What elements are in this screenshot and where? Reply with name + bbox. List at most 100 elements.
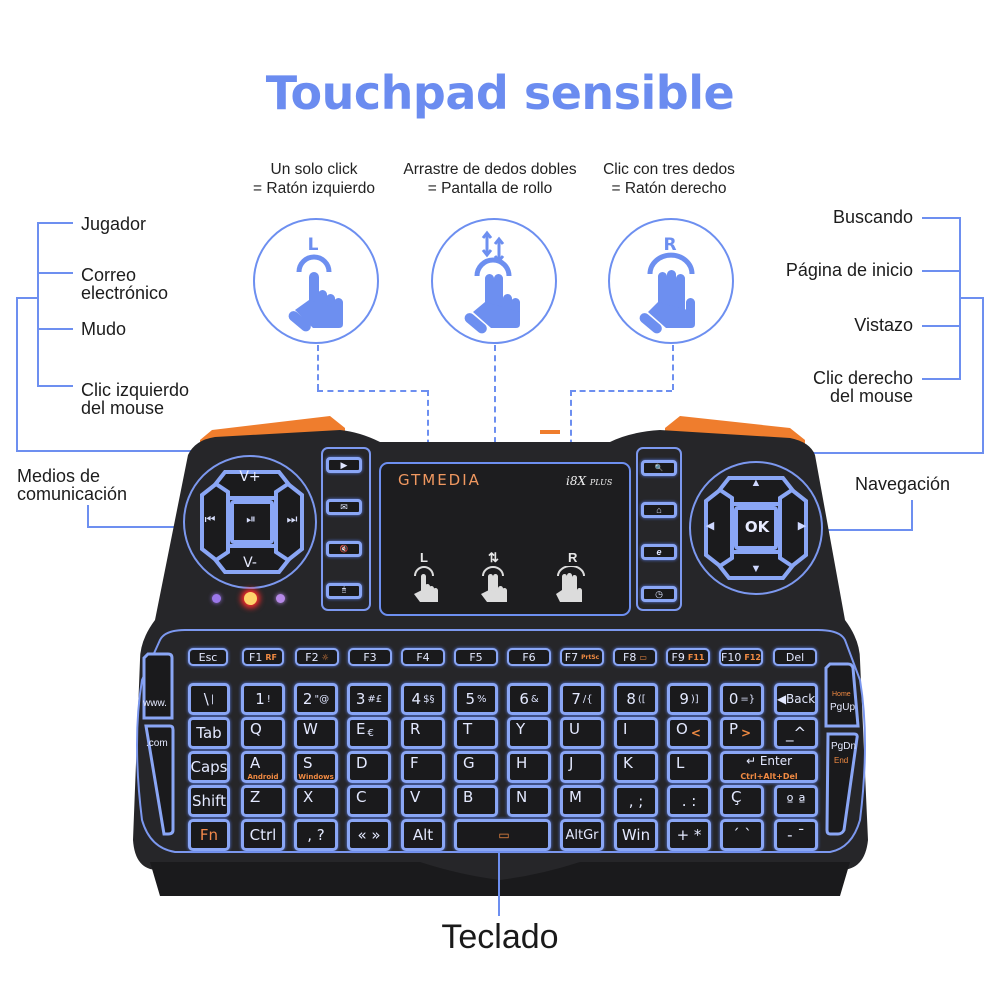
search-button[interactable]: 🔍 <box>641 460 677 476</box>
key-v[interactable]: V <box>401 785 445 817</box>
nav-left-button[interactable]: ◀ <box>705 520 715 532</box>
mute-button[interactable]: 🔇 <box>326 541 362 557</box>
key-x[interactable]: X <box>294 785 338 817</box>
key-fn[interactable]: Fn <box>188 819 230 851</box>
key-z[interactable]: Z <box>241 785 285 817</box>
key-c-cedilla[interactable]: Ç <box>720 785 764 817</box>
key-esc[interactable]: Esc <box>188 648 228 666</box>
key-e[interactable]: E€ <box>347 717 391 749</box>
key-9[interactable]: 9)] <box>667 683 711 715</box>
key-backspace[interactable]: ◀Back <box>774 683 818 715</box>
key-q[interactable]: Q <box>241 717 285 749</box>
email-button[interactable]: ✉ <box>326 499 362 515</box>
key-y[interactable]: Y <box>507 717 551 749</box>
key-f3[interactable]: F3 <box>348 648 392 666</box>
key-1[interactable]: 1! <box>241 683 285 715</box>
key-f4[interactable]: F4 <box>401 648 445 666</box>
key-www[interactable]: www. <box>143 698 167 709</box>
next-track-button[interactable]: ⏭ <box>286 512 298 526</box>
browser-button[interactable]: e <box>641 544 677 560</box>
key-plus-asterisk[interactable]: + * <box>667 819 711 851</box>
key-altgr[interactable]: AltGr <box>560 819 604 851</box>
key-4[interactable]: 4$§ <box>401 683 445 715</box>
key-del[interactable]: Del <box>773 648 817 666</box>
key-r[interactable]: R <box>401 717 445 749</box>
key-caps[interactable]: Caps <box>188 751 230 783</box>
key-pgdn[interactable]: PgDn <box>831 741 857 752</box>
play-pause-button[interactable]: ⏯ <box>246 512 256 526</box>
player-button[interactable]: ▶ <box>326 457 362 473</box>
key-8[interactable]: 8([ <box>614 683 658 715</box>
previous-track-button[interactable]: ⏮ <box>204 512 216 526</box>
key-i[interactable]: I <box>614 717 658 749</box>
key-3[interactable]: 3#£ <box>347 683 391 715</box>
key-tab[interactable]: Tab <box>188 717 230 749</box>
key-u[interactable]: U <box>560 717 604 749</box>
key-f2[interactable]: F2☼ <box>295 648 339 666</box>
key-accent[interactable]: ´ ` <box>720 819 764 851</box>
mail-icon: ✉ <box>340 501 348 512</box>
key-2[interactable]: 2"@ <box>294 683 338 715</box>
key-shift[interactable]: Shift <box>188 785 230 817</box>
key-comma-question[interactable]: , ? <box>294 819 338 851</box>
key-p[interactable]: P> <box>720 717 764 749</box>
key-c[interactable]: C <box>347 785 391 817</box>
key-f5[interactable]: F5 <box>454 648 498 666</box>
key-symbol: )] <box>690 693 699 705</box>
key-k[interactable]: K <box>614 751 658 783</box>
key-f[interactable]: F <box>401 751 445 783</box>
volume-up-button[interactable]: V+ <box>239 469 261 485</box>
key-5[interactable]: 5% <box>454 683 498 715</box>
key-label: 6 <box>519 690 529 708</box>
key-guillemets[interactable]: « » <box>347 819 391 851</box>
key-7[interactable]: 7/{ <box>560 683 604 715</box>
key-w[interactable]: W <box>294 717 338 749</box>
key-comma-semicolon[interactable]: , ; <box>614 785 658 817</box>
key-period-colon[interactable]: . : <box>667 785 711 817</box>
key-underscore-caret[interactable]: _^ <box>774 717 818 749</box>
key-m[interactable]: M <box>560 785 604 817</box>
ok-button[interactable]: OK <box>744 518 770 536</box>
nav-right-button[interactable]: ▶ <box>797 520 807 532</box>
key-g[interactable]: G <box>454 751 498 783</box>
key-o[interactable]: O< <box>667 717 711 749</box>
key-0[interactable]: 0=} <box>720 683 764 715</box>
key-6[interactable]: 6& <box>507 683 551 715</box>
key-space[interactable]: ▭ <box>454 819 551 851</box>
label-correo: Correo electrónico <box>81 266 168 302</box>
key-backslash[interactable]: \| <box>188 683 230 715</box>
key-j[interactable]: J <box>560 751 604 783</box>
key-label: Tab <box>196 724 222 742</box>
key-alt[interactable]: Alt <box>401 819 445 851</box>
key-h[interactable]: H <box>507 751 551 783</box>
key-l[interactable]: L <box>667 751 711 783</box>
home-sublabel: Home <box>832 691 851 698</box>
key-ordinal[interactable]: º ª <box>774 785 818 817</box>
key-f6[interactable]: F6 <box>507 648 551 666</box>
key-n[interactable]: N <box>507 785 551 817</box>
connector-line <box>494 345 496 525</box>
key-ctrl[interactable]: Ctrl <box>241 819 285 851</box>
key-pgup[interactable]: PgUp <box>830 702 856 713</box>
volume-down-button[interactable]: V- <box>243 555 257 571</box>
key-win[interactable]: Win <box>614 819 658 851</box>
key-f8[interactable]: F8▭ <box>613 648 657 666</box>
right-click-button[interactable]: ◷ <box>641 586 677 602</box>
key-b[interactable]: B <box>454 785 498 817</box>
key-minus[interactable]: - ¯ <box>774 819 818 851</box>
nav-down-button[interactable]: ▼ <box>750 563 762 575</box>
home-button[interactable]: ⌂ <box>641 502 677 518</box>
key-t[interactable]: T <box>454 717 498 749</box>
nav-up-button[interactable]: ▲ <box>750 477 762 489</box>
caption-line: = Ratón derecho <box>611 180 727 197</box>
left-click-button[interactable]: 🖱 <box>326 583 362 599</box>
key-dotcom[interactable]: .com <box>146 738 168 749</box>
key-d[interactable]: D <box>347 751 391 783</box>
